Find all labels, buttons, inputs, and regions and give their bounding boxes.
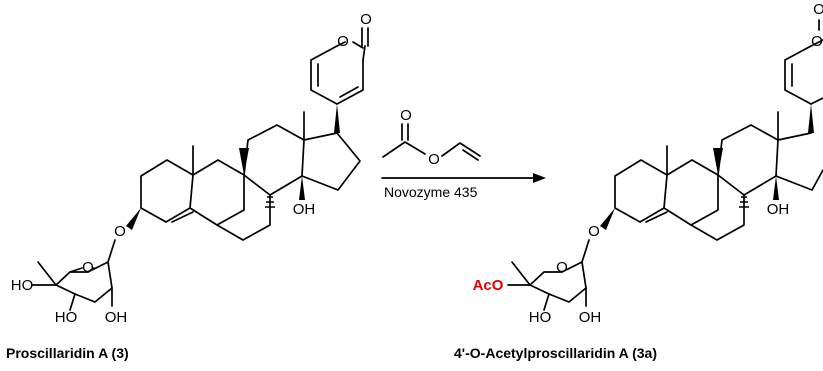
wedge-bond [773, 176, 779, 200]
wedge-bond [334, 104, 340, 133]
wedge-bond [808, 104, 814, 133]
pyranone-ring: O O [310, 11, 372, 105]
oh-2prime: OH [579, 309, 602, 326]
molecule-acetylproscillaridin-a: O O OH O [454, 1, 823, 361]
molecule-proscillaridin-a: O O [6, 11, 372, 361]
wedge-bond [239, 148, 249, 175]
wedge-bond [299, 176, 305, 200]
rhamnose-sugar: O HO HO OH [11, 259, 128, 326]
sugar-ring-oxygen: O [82, 259, 94, 276]
ketone-oxygen: O [813, 1, 823, 18]
compound-name-left: Proscillaridin A (3) [6, 345, 129, 361]
compound-name-right: 4'-O-Acetylproscillaridin A (3a) [454, 345, 657, 361]
sugar-ring-oxygen: O [556, 259, 568, 276]
aco-4prime: AcO [473, 277, 504, 294]
oh-2prime: OH [105, 309, 128, 326]
glycosidic-oxygen: O [588, 223, 600, 240]
ring-oxygen: O [811, 33, 823, 50]
glycosidic-oxygen: O [114, 223, 126, 240]
pyranone-ring: O O [784, 1, 823, 105]
reagent: O O [382, 107, 481, 168]
reagent-ester-oxygen: O [428, 151, 440, 168]
catalyst-label: Novozyme 435 [384, 184, 478, 200]
steroid-core: OH [614, 111, 823, 241]
oh-14: OH [767, 201, 790, 218]
wedge-bond [713, 148, 723, 175]
reaction-arrow [381, 173, 546, 183]
wedge-bond [600, 208, 615, 230]
oh-14: OH [293, 201, 316, 218]
ketone-oxygen: O [360, 11, 372, 28]
ho-3prime: HO [55, 309, 78, 326]
ho-4prime: HO [11, 277, 34, 294]
reagent-carbonyl-oxygen: O [400, 107, 412, 124]
ho-3prime: HO [529, 309, 552, 326]
wedge-bond [126, 208, 141, 230]
steroid-core: OH [140, 111, 361, 241]
ring-oxygen: O [337, 33, 349, 50]
acetylated-sugar: O AcO HO OH [473, 259, 602, 326]
